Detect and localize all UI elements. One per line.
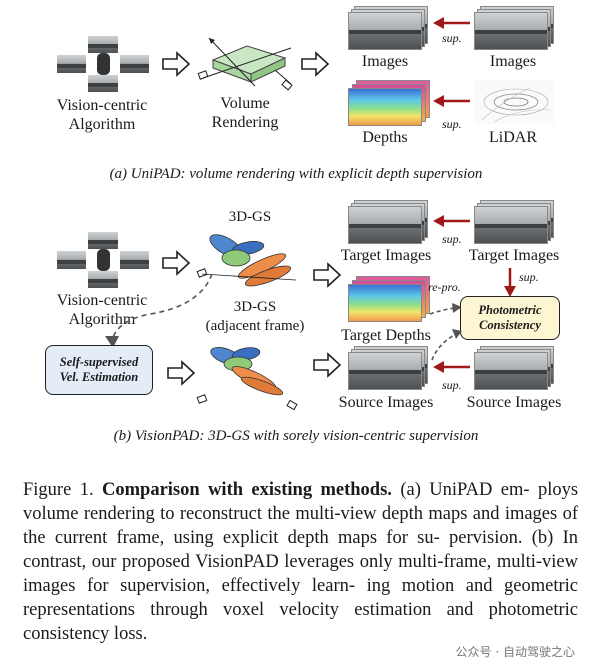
dashed-arrow-icon bbox=[431, 329, 462, 361]
gaussian-splats-icon bbox=[196, 234, 297, 287]
sup-label: sup. bbox=[442, 31, 462, 45]
sup-arrow-down-icon bbox=[504, 268, 516, 297]
photometric-box-line2: Consistency bbox=[479, 318, 541, 332]
hollow-arrow-icon bbox=[313, 262, 342, 288]
depths-label: Depths bbox=[362, 129, 408, 146]
dashed-arrow-icon bbox=[429, 303, 462, 315]
velocity-estimation-box: Self-supervised Vel. Estimation bbox=[45, 345, 153, 395]
watermark: 公众号 · 自动驾驶之心 bbox=[452, 642, 578, 661]
source-images-stack-a bbox=[474, 6, 554, 50]
figure-caption: Figure 1. Comparison with existing metho… bbox=[23, 478, 578, 646]
caption-line: ploys volume rendering to reconstruct th… bbox=[23, 480, 579, 524]
caption-line: multi-frame, multi-view images for super… bbox=[23, 552, 578, 596]
caption-line: pervision. (b) In contrast, our proposed… bbox=[23, 528, 578, 572]
caption-line: and images of the current frame, using e… bbox=[23, 504, 578, 548]
target-images-source-label: Target Images bbox=[468, 247, 560, 264]
multiview-camera-icon bbox=[57, 36, 149, 92]
algorithm-label-a: Vision-centric Algorithm bbox=[47, 96, 157, 134]
sup-arrow-icon bbox=[433, 95, 470, 107]
algorithm-label-line1: Vision-centric bbox=[56, 292, 148, 309]
gs-label: 3D-GS bbox=[228, 209, 272, 225]
target-images-stack bbox=[348, 200, 428, 244]
lidar-pointcloud-icon bbox=[474, 80, 554, 124]
caption-prefix: Figure 1. bbox=[23, 480, 94, 500]
sup-label: sup. bbox=[442, 232, 462, 246]
caption-line: (a) UniPAD em- bbox=[400, 480, 530, 500]
gs-adjacent-label: 3D-GS (adjacent frame) bbox=[195, 298, 315, 336]
lidar-label: LiDAR bbox=[489, 129, 537, 146]
volume-rendering-label: Volume Rendering bbox=[200, 94, 290, 132]
gs-adjacent-label-line1: 3D-GS bbox=[233, 299, 277, 315]
multiview-camera-icon bbox=[57, 232, 149, 288]
source-images-source-label: Source Images bbox=[466, 394, 562, 411]
target-depths-label: Target Depths bbox=[341, 327, 431, 344]
hollow-arrow-icon bbox=[162, 51, 191, 77]
caption-line: estimation and photometric consistency l… bbox=[23, 600, 578, 644]
re-pro-label: re-pro. bbox=[428, 280, 461, 294]
images-source-label: Images bbox=[489, 53, 537, 70]
target-images-source-stack bbox=[474, 200, 554, 244]
images-label: Images bbox=[361, 53, 409, 70]
volume-rendering-icon bbox=[197, 37, 293, 91]
volume-rendering-label-line2: Rendering bbox=[211, 114, 279, 131]
caption-paragraph: Figure 1. Comparison with existing metho… bbox=[23, 478, 578, 646]
dashed-arrow-icon bbox=[105, 273, 213, 348]
photometric-consistency-box: Photometric Consistency bbox=[460, 296, 560, 340]
gs-adjacent-label-line2: (adjacent frame) bbox=[205, 318, 305, 334]
source-images-source-stack bbox=[474, 346, 554, 390]
hollow-arrow-icon bbox=[167, 360, 196, 386]
sup-label: sup. bbox=[519, 270, 539, 284]
caption-title: Comparison with existing methods. bbox=[102, 480, 392, 500]
photometric-box-line1: Photometric bbox=[478, 303, 542, 317]
hollow-arrow-icon bbox=[313, 352, 342, 378]
hollow-arrow-icon bbox=[301, 51, 330, 77]
target-images-label: Target Images bbox=[340, 247, 432, 264]
caption-line: ing motion and geometric representations… bbox=[23, 576, 578, 620]
rendered-images-stack bbox=[348, 6, 428, 50]
source-images-stack bbox=[348, 346, 428, 390]
gaussian-splats-adjacent-icon bbox=[196, 347, 298, 410]
algorithm-label-line1: Vision-centric bbox=[56, 97, 148, 114]
algorithm-label-b: Vision-centric Algorithm bbox=[47, 291, 157, 329]
target-depths-stack bbox=[348, 276, 430, 322]
volume-rendering-label-line1: Volume bbox=[220, 95, 270, 112]
depths-stack bbox=[348, 80, 430, 126]
algorithm-label-line2: Algorithm bbox=[68, 311, 136, 328]
sup-label: sup. bbox=[442, 378, 462, 392]
source-images-label: Source Images bbox=[338, 394, 434, 411]
sup-arrow-icon bbox=[433, 17, 470, 29]
panel-a-caption: (a) UniPAD: volume rendering with explic… bbox=[109, 166, 483, 182]
hollow-arrow-icon bbox=[162, 250, 191, 276]
sup-label: sup. bbox=[442, 117, 462, 131]
panel-b-caption: (b) VisionPAD: 3D-GS with sorely vision-… bbox=[113, 428, 479, 444]
algorithm-label-line2: Algorithm bbox=[68, 116, 136, 133]
sup-arrow-icon bbox=[433, 215, 470, 227]
velocity-box-line1: Self-supervised bbox=[59, 355, 139, 369]
sup-arrow-icon bbox=[433, 361, 470, 373]
velocity-box-line2: Vel. Estimation bbox=[59, 370, 139, 384]
